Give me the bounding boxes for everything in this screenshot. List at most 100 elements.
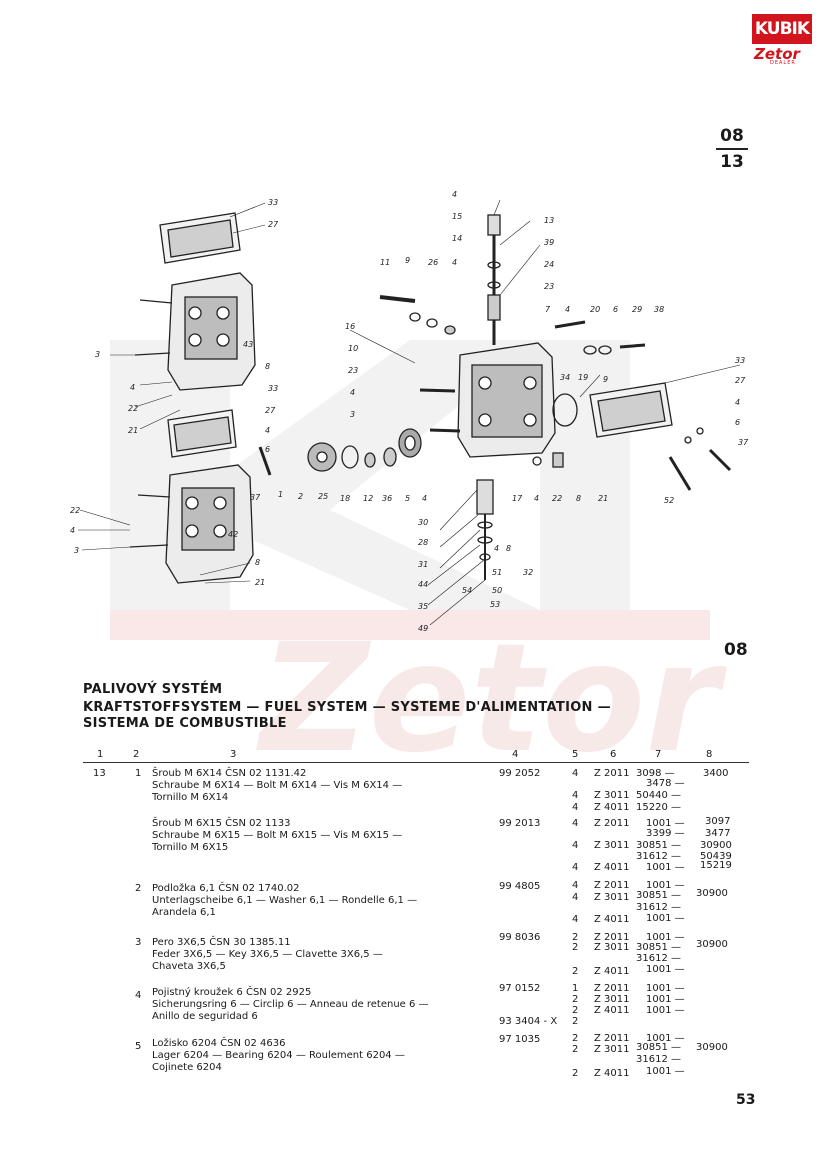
row-qty: 4 [572, 862, 579, 873]
label-4k: 4 [494, 544, 499, 553]
item-part-number: 99 2013 [499, 818, 541, 829]
group-number: 13 [93, 768, 106, 779]
label-23b: 23 [348, 366, 358, 375]
row-model: Z 2011 [594, 1033, 630, 1044]
col-header-2: 2 [133, 749, 140, 760]
label-4j: 4 [534, 494, 539, 503]
row-to: 30900 [700, 840, 732, 851]
row-qty: 2 [572, 994, 579, 1005]
label-4e: 4 [452, 190, 457, 199]
row-serial: 3478 — [646, 778, 685, 789]
label-23: 23 [544, 282, 554, 291]
item-part-number: 99 2052 [499, 768, 541, 779]
item-pos: 1 [135, 768, 142, 779]
label-26: 26 [428, 258, 438, 267]
label-18: 18 [340, 494, 350, 503]
item-description: Podložka 6,1 ČSN 02 1740.02 Unterlagsche… [152, 883, 417, 919]
row-to: 3097 [705, 816, 731, 827]
label-53: 53 [490, 600, 500, 609]
item-description: Šroub M 6X15 ČSN 02 1133 Schraube M 6X15… [152, 818, 402, 854]
label-3c: 3 [350, 410, 355, 419]
page-ref-top: 08 [720, 126, 744, 146]
label-4f: 4 [452, 258, 457, 267]
label-35: 35 [418, 602, 428, 611]
row-serial: 1001 — [646, 1066, 685, 1077]
label-4b: 4 [265, 426, 270, 435]
item-description: Pojistný kroužek 6 ČSN 02 2925 Sicherung… [152, 987, 429, 1023]
label-14: 14 [452, 234, 462, 243]
label-39: 39 [544, 238, 554, 247]
col-header-3: 3 [230, 749, 237, 760]
col-header-8: 8 [706, 749, 713, 760]
desc-cz: Ložisko 6204 ČSN 02 4636 [152, 1038, 286, 1049]
row-qty: 4 [572, 768, 579, 779]
label-13: 13 [544, 216, 554, 225]
row-qty: 1 [572, 983, 579, 994]
row-model: Z 3011 [594, 994, 630, 1005]
label-27b: 27 [265, 406, 276, 415]
item-pos: 5 [135, 1041, 142, 1052]
label-49: 49 [418, 624, 428, 633]
label-6b: 6 [613, 305, 618, 314]
row-qty: 4 [572, 914, 579, 925]
item-description: Pero 3X6,5 ČSN 30 1385.11 Feder 3X6,5 — … [152, 937, 383, 973]
label-36: 36 [382, 494, 392, 503]
label-51: 51 [492, 568, 502, 577]
row-serial: 1001 — [646, 862, 685, 873]
label-27: 27 [268, 220, 279, 229]
desc-de: Lager 6204 — Bearing 6204 — Roulement 62… [152, 1050, 405, 1061]
label-4c: 4 [422, 494, 427, 503]
item-pos: 2 [135, 883, 142, 894]
label-9: 9 [405, 256, 410, 265]
item-description: Ložisko 6204 ČSN 02 4636 Lager 6204 — Be… [152, 1038, 405, 1074]
row-serial: 3399 — [646, 828, 685, 839]
row-qty: 2 [572, 1068, 579, 1079]
label-27c: 27 [735, 376, 746, 385]
desc-es: Tornillo M 6X14 [152, 792, 229, 803]
col-header-1: 1 [97, 749, 104, 760]
row-qty: 4 [572, 880, 579, 891]
col-header-6: 6 [610, 749, 617, 760]
desc-cz: Šroub M 6X15 ČSN 02 1133 [152, 818, 291, 829]
row-qty: 2 [572, 1016, 579, 1027]
col-header-5: 5 [572, 749, 579, 760]
label-3: 3 [95, 350, 100, 359]
label-33c: 33 [735, 356, 745, 365]
label-3b: 3 [74, 546, 79, 555]
item-pos: 4 [135, 990, 142, 1001]
row-model: Z 4011 [594, 802, 630, 813]
label-2: 2 [298, 492, 303, 501]
desc-es: Anillo de seguridad 6 [152, 1011, 258, 1022]
row-serial: 1001 — [646, 994, 685, 1005]
row-model: Z 4011 [594, 862, 630, 873]
col-header-7: 7 [655, 749, 662, 760]
label-4g: 4 [350, 388, 355, 397]
label-54: 54 [462, 586, 472, 595]
desc-es: Chaveta 3X6,5 [152, 961, 226, 972]
row-qty: 4 [572, 892, 579, 903]
label-34: 34 [560, 373, 570, 382]
row-model: Z 4011 [594, 1068, 630, 1079]
label-22c: 22 [552, 494, 562, 503]
row-to: 30900 [696, 939, 728, 950]
item-pos: 3 [135, 937, 142, 948]
logo-dealer: DEALER [770, 60, 796, 66]
row-qty: 4 [572, 790, 579, 801]
label-17: 17 [512, 494, 523, 503]
col-header-4: 4 [512, 749, 519, 760]
row-model: Z 3011 [594, 840, 630, 851]
row-serial: 1001 — [646, 818, 685, 829]
item-part-number: 99 4805 [499, 881, 541, 892]
title-czech: PALIVOVÝ SYSTÉM [83, 682, 223, 697]
row-serial: 1001 — [646, 932, 685, 943]
row-model: Z 2011 [594, 880, 630, 891]
item-part-number: 97 1035 [499, 1034, 541, 1045]
label-4i: 4 [735, 398, 740, 407]
fraction-line [716, 148, 748, 150]
row-qty: 4 [572, 840, 579, 851]
label-1: 1 [278, 490, 283, 499]
row-model: Z 2011 [594, 932, 630, 943]
label-28: 28 [418, 538, 428, 547]
row-serial: 1001 — [646, 913, 685, 924]
item-part-number: 99 8036 [499, 932, 541, 943]
